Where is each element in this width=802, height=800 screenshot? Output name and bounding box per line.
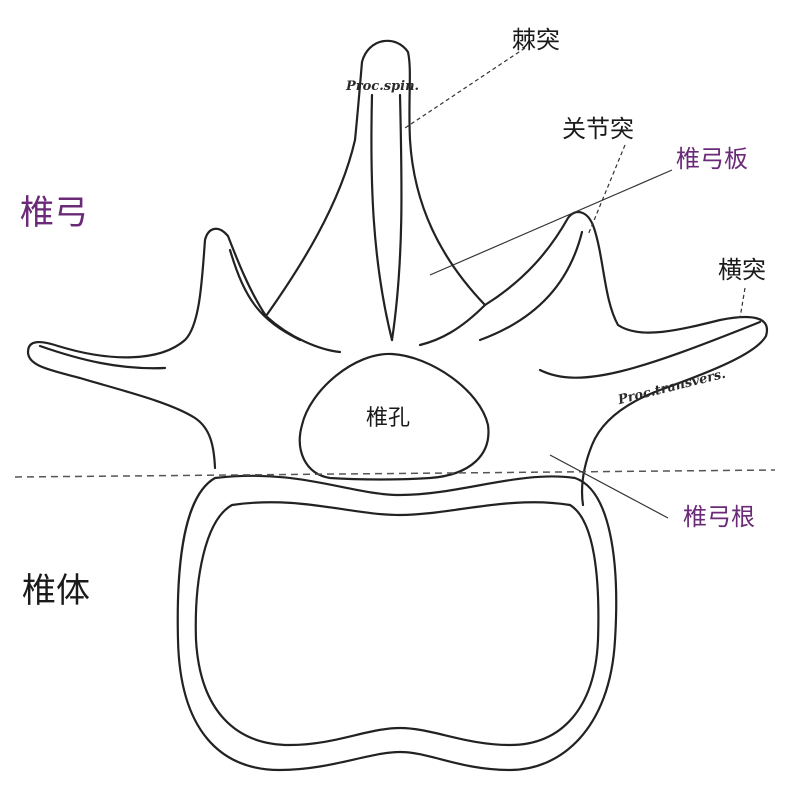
arch-inner-outline [264,314,342,354]
leader-transverse [739,287,746,319]
arch-body-divider [14,469,776,478]
vertebral-body-inner [194,501,600,747]
leader-lamina [429,169,673,276]
label-lamina: 椎弓板 [676,145,748,173]
transverse-line-right [538,320,762,379]
leader-pedicle [549,454,669,519]
label-vertebral-body: 椎体 [22,571,90,611]
spinous-inner-line-left [370,93,394,342]
vertebral-arch-outline [26,39,769,507]
spinous-inner-line-right [390,93,403,342]
lamina-line-right [478,230,584,342]
label-vertebral-foramen: 椎孔 [366,406,411,431]
transverse-line-left [38,344,167,370]
label-transverse-process: 横突 [718,256,766,284]
leader-articular [587,144,626,236]
leader-spinous [404,47,526,129]
vertebral-foramen-shape [298,352,490,481]
latin-proc-spin: Proc.spin. [346,79,420,94]
arch-inner-outline-right [418,303,487,347]
label-vertebral-arch: 椎弓 [20,193,88,233]
lamina-line-left [228,248,302,342]
label-pedicle: 椎弓根 [683,503,755,531]
label-articular-process: 关节突 [562,115,634,143]
label-spinous-process: 棘突 [512,26,560,54]
vertebral-body-outer [176,474,618,772]
